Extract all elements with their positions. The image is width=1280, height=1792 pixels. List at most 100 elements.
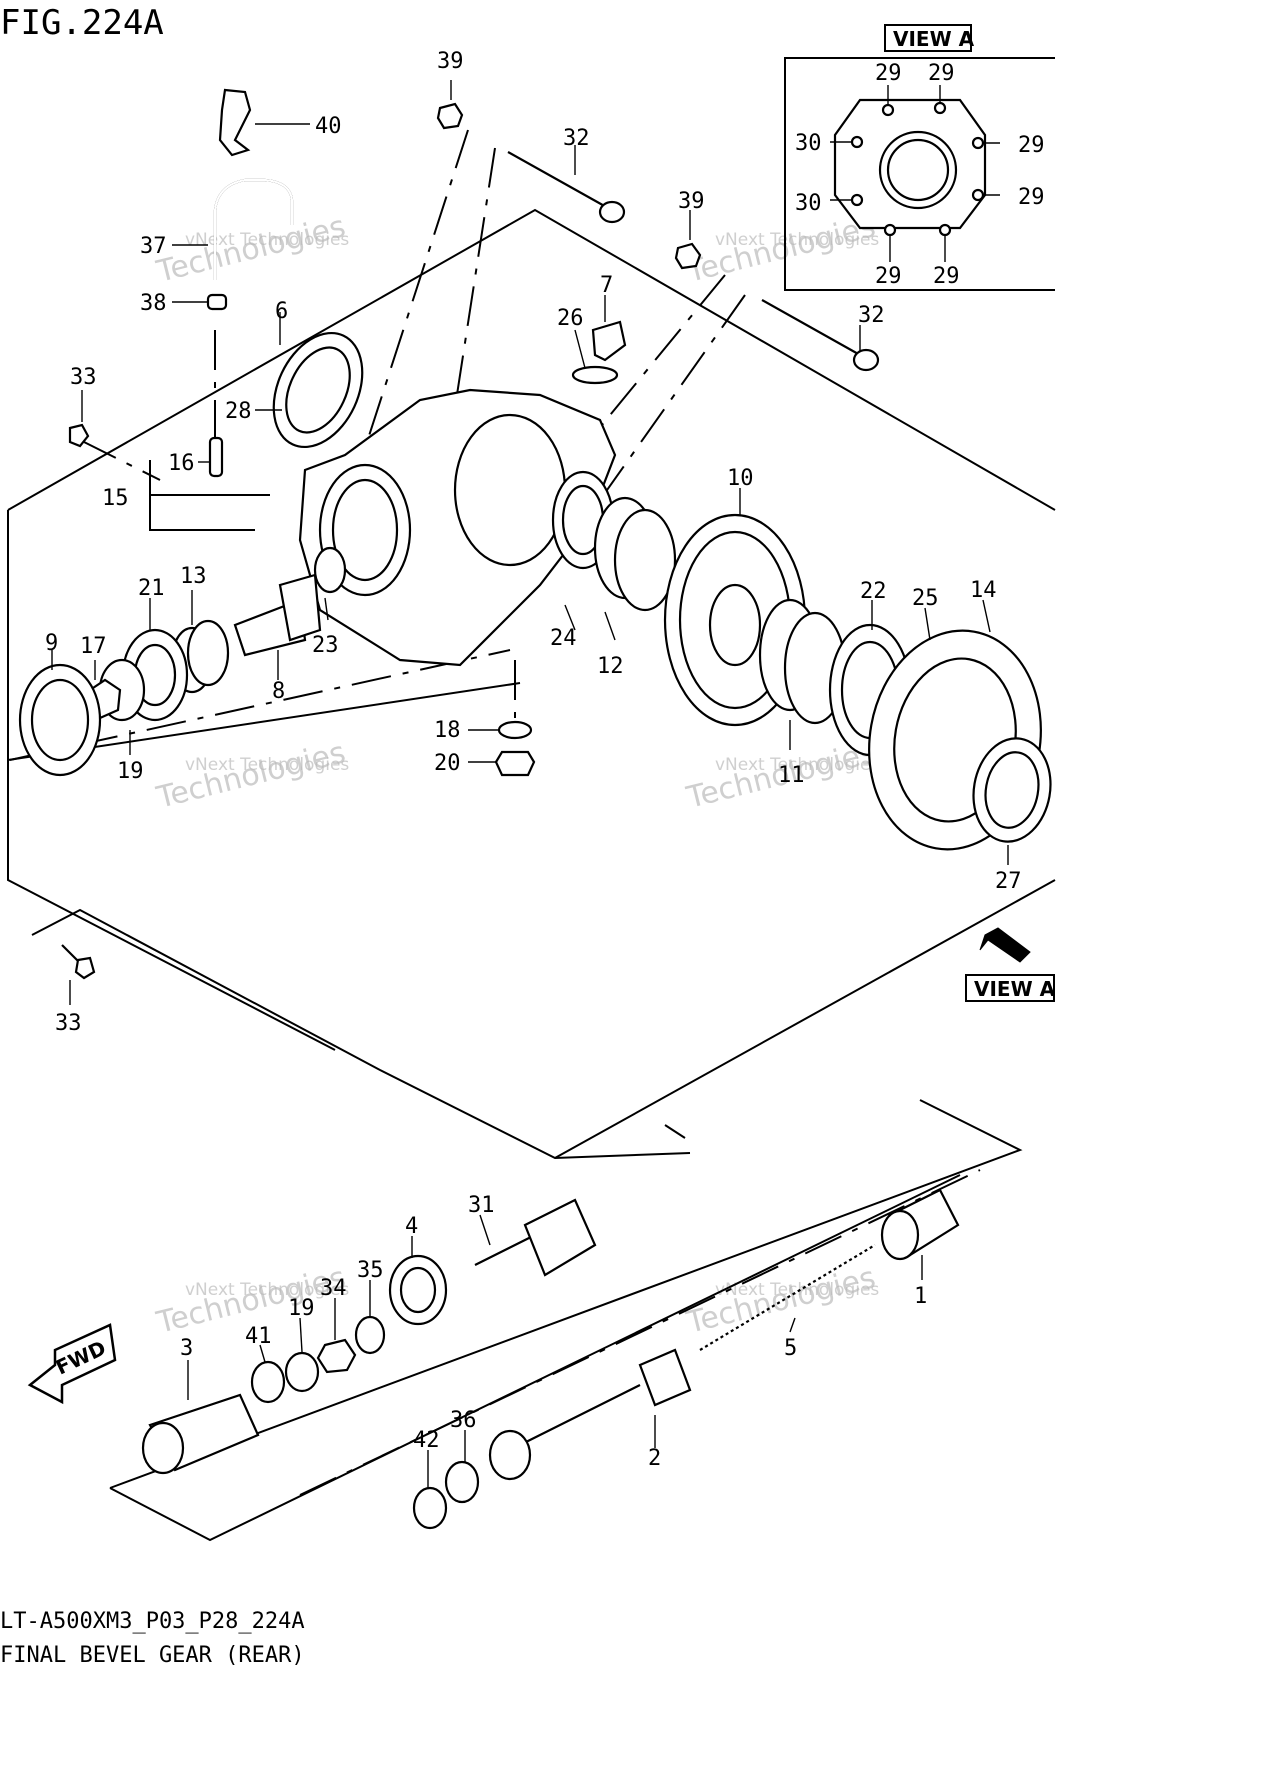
washer-18-icon: [497, 720, 533, 740]
bolt-33-head-icon: [74, 956, 96, 980]
shaft-2-end-icon: [488, 1429, 532, 1481]
callout-22: 22: [860, 579, 887, 604]
callout-32: 32: [858, 303, 885, 328]
oring-41-icon: [250, 1360, 286, 1404]
callout-29: 29: [1018, 133, 1045, 158]
callout-39: 39: [437, 49, 464, 74]
spring-5-icon: [699, 1244, 876, 1351]
callout-16: 16: [168, 451, 195, 476]
bolt-32-icon: [761, 299, 861, 356]
callout-14: 14: [970, 578, 997, 603]
hose-37-inner-icon: [213, 178, 294, 280]
callout-23: 23: [312, 633, 339, 658]
callout-29: 29: [933, 264, 960, 289]
clip-40-icon: [218, 88, 252, 157]
watermark-text: Technologies: [152, 735, 348, 816]
callout-4: 4: [405, 1214, 418, 1239]
callout-15: 15: [102, 486, 129, 511]
callout-34: 34: [320, 1276, 347, 1301]
callout-35: 35: [357, 1258, 384, 1283]
shaft-2-icon: [519, 1384, 641, 1446]
callout-42: 42: [413, 1428, 440, 1453]
figure-name: FINAL BEVEL GEAR (REAR): [0, 1643, 305, 1668]
plug-7-icon: [591, 320, 627, 362]
callout-39: 39: [678, 189, 705, 214]
nut-39-icon: [674, 242, 702, 270]
callout-41: 41: [245, 1324, 272, 1349]
nut-39-icon: [436, 102, 464, 130]
callout-20: 20: [434, 751, 461, 776]
ring-gear-10-hub-icon: [708, 583, 762, 667]
callout-33: 33: [55, 1011, 82, 1036]
callout-6: 6: [275, 299, 288, 324]
plug-20-icon: [494, 750, 536, 777]
oring-26-icon: [571, 365, 619, 385]
callout-29: 29: [875, 264, 902, 289]
watermark-text: Technologies: [682, 209, 878, 290]
view-a-inset: VIEW A 29 29 30 29 30 29 29 29: [784, 24, 1055, 291]
watermark-text: Technologies: [682, 1260, 878, 1341]
callout-18: 18: [434, 718, 461, 743]
watermark-text: vNext Technologies: [185, 755, 349, 775]
figure-title: FIG.224A: [0, 3, 164, 43]
callout-1: 1: [914, 1284, 927, 1309]
callout-31: 31: [468, 1193, 495, 1218]
watermark-text: vNext Technologies: [715, 1280, 879, 1300]
callout-7: 7: [600, 273, 613, 298]
callout-12: 12: [597, 654, 624, 679]
callout-leaders: [51, 80, 1009, 1488]
seal-27-icon: [972, 737, 1052, 843]
bolt-33-icon: [68, 423, 90, 448]
nut-34-icon: [316, 1338, 357, 1374]
washer-35-icon: [354, 1315, 386, 1355]
shaft-2-spline-icon: [638, 1348, 692, 1407]
callout-36: 36: [450, 1408, 477, 1433]
callout-29: 29: [875, 61, 902, 86]
callout-21: 21: [138, 576, 165, 601]
callout-32: 32: [563, 126, 590, 151]
watermark-text: vNext Technologies: [715, 755, 879, 775]
sleeve-1-end-icon: [880, 1209, 920, 1261]
shim-12-icon: [613, 508, 677, 612]
callout-27: 27: [995, 869, 1022, 894]
fwd-arrow: FWD: [27, 1323, 117, 1405]
assembly-frame: [7, 208, 1056, 1160]
callout-10: 10: [727, 466, 754, 491]
callout-3: 3: [180, 1336, 193, 1361]
callout-19: 19: [288, 1296, 315, 1321]
callout-17: 17: [80, 634, 107, 659]
callout-30: 30: [795, 131, 822, 156]
callout-24: 24: [550, 626, 577, 651]
coupling-9-inner-icon: [30, 678, 90, 762]
callout-33: 33: [70, 365, 97, 390]
callout-25: 25: [912, 586, 939, 611]
callout-13: 13: [180, 564, 207, 589]
callout-11: 11: [778, 763, 805, 788]
callout-26: 26: [557, 306, 584, 331]
housing-cover-icon: [453, 413, 567, 567]
lower-frame: [109, 1099, 1023, 1542]
gear-4-icon: [388, 1254, 448, 1326]
view-a-label: VIEW A: [893, 27, 975, 51]
oring-36-icon: [444, 1460, 480, 1504]
callout-labels: 39 40 32 39 37 38 7 26 6 32 33 28 16 15 …: [45, 49, 1022, 1471]
view-a-label: VIEW A: [974, 977, 1056, 1001]
callout-2: 2: [648, 1446, 661, 1471]
figure-code: LT-A500XM3_P03_P28_224A: [0, 1609, 305, 1634]
bolt-32-head-icon: [852, 348, 880, 372]
callout-8: 8: [272, 679, 285, 704]
callout-30: 30: [795, 191, 822, 216]
callout-29: 29: [928, 61, 955, 86]
callout-37: 37: [140, 234, 167, 259]
shaft-31-spline-icon: [523, 1198, 597, 1277]
pinion-8-head-icon: [278, 573, 322, 642]
bolt-32-icon: [507, 151, 609, 209]
shaft-31-icon: [474, 1234, 536, 1266]
seal-6-inner-icon: [285, 346, 351, 434]
coupler-3-end-icon: [141, 1421, 185, 1475]
parts-group: [18, 88, 1052, 1530]
circlip-19-icon: [284, 1351, 320, 1393]
watermark-text: Technologies: [152, 209, 348, 290]
view-a-pointer: VIEW A: [965, 927, 1056, 1002]
